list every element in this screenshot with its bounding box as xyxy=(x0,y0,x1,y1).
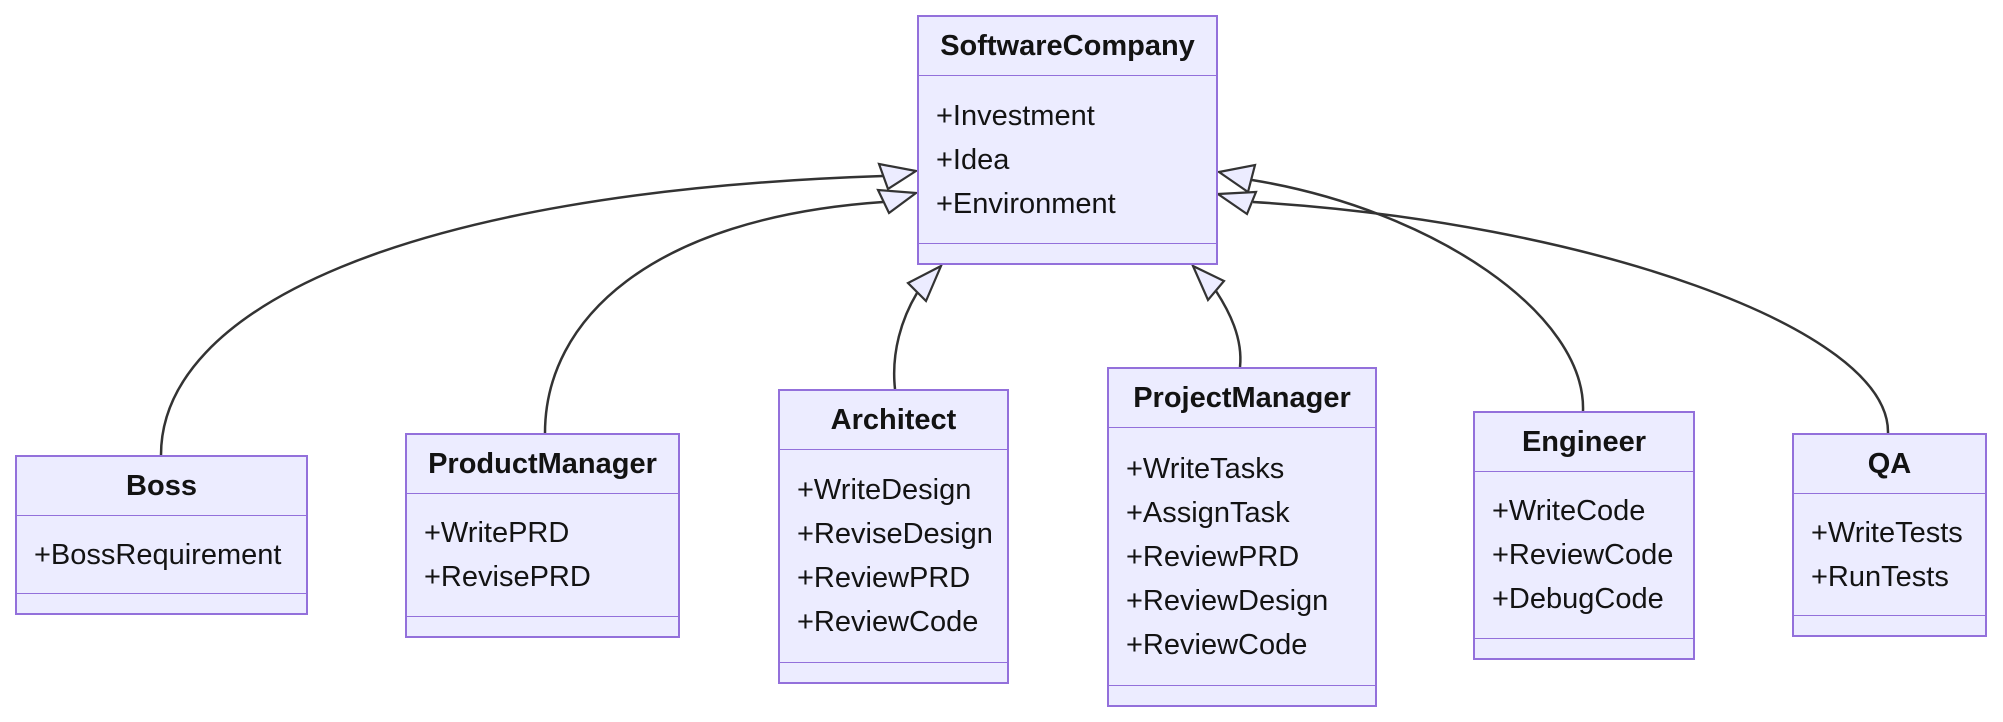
class-methods-empty xyxy=(17,594,306,613)
class-member: +BossRequirement xyxy=(34,538,282,571)
class-attributes: +WriteCode +ReviewCode +DebugCode xyxy=(1475,472,1693,639)
inheritance-arrowhead-architect xyxy=(906,263,944,303)
edge-qa-to-softwarecompany xyxy=(1252,200,1890,434)
class-member: +Environment xyxy=(936,187,1116,220)
class-title: Engineer xyxy=(1475,413,1693,472)
class-member: +AssignTask xyxy=(1126,496,1290,529)
edge-boss-to-softwarecompany xyxy=(159,174,884,456)
class-title: ProductManager xyxy=(407,435,678,494)
class-member: +WriteCode xyxy=(1492,495,1646,527)
class-member: +ReviewDesign xyxy=(1126,584,1329,617)
class-box-projectmanager: ProjectManager +WriteTasks +AssignTask +Re… xyxy=(1107,367,1377,707)
class-methods-empty xyxy=(1794,616,1985,635)
class-title: ProjectManager xyxy=(1109,369,1375,428)
inheritance-arrowhead-projectmanager xyxy=(1190,263,1226,303)
edge-engineer-to-softwarecompany xyxy=(1251,178,1585,412)
class-box-softwarecompany: SoftwareCompany +Investment +Idea +Environ… xyxy=(917,15,1218,265)
class-attributes: +BossRequirement xyxy=(17,516,306,594)
class-attributes: +WriteDesign +ReviseDesign +ReviewPRD +Revi… xyxy=(780,450,1007,663)
class-member: +Idea xyxy=(936,143,1010,176)
class-title: SoftwareCompany xyxy=(919,17,1216,76)
class-methods-empty xyxy=(1109,686,1375,705)
class-attributes: +WriteTests +RunTests xyxy=(1794,494,1985,616)
class-member: +RunTests xyxy=(1811,560,1949,593)
class-title: Architect xyxy=(780,391,1007,450)
class-member: +DebugCode xyxy=(1492,583,1664,615)
class-member: +ReviseDesign xyxy=(797,518,993,550)
class-member: +RevisePRD xyxy=(424,561,591,593)
class-box-productmanager: ProductManager +WritePRD +RevisePRD xyxy=(405,433,680,638)
class-box-qa: QA +WriteTests +RunTests xyxy=(1792,433,1987,637)
class-member: +WritePRD xyxy=(424,517,570,549)
class-box-architect: Architect +WriteDesign +ReviseDesign +Revi… xyxy=(778,389,1009,684)
class-box-boss: Boss +BossRequirement xyxy=(15,455,308,615)
class-member: +ReviewPRD xyxy=(1126,540,1300,573)
class-title: Boss xyxy=(17,457,306,516)
class-methods-empty xyxy=(407,617,678,636)
class-member: +WriteDesign xyxy=(797,474,972,506)
edge-projectmanager-to-softwarecompany xyxy=(1214,290,1242,368)
class-title: QA xyxy=(1794,435,1985,494)
class-member: +Investment xyxy=(936,99,1095,132)
class-member: +ReviewCode xyxy=(1126,628,1308,661)
class-methods-empty xyxy=(780,663,1007,682)
edge-productmanager-to-softwarecompany xyxy=(543,200,884,434)
inheritance-arrowhead-productmanager xyxy=(876,188,920,215)
inheritance-arrowhead-boss xyxy=(877,162,919,191)
class-member: +WriteTasks xyxy=(1126,452,1285,485)
edge-architect-to-softwarecompany xyxy=(892,292,919,390)
class-member: +ReviewPRD xyxy=(797,562,971,594)
class-member: +WriteTests xyxy=(1811,516,1963,549)
class-methods-empty xyxy=(1475,639,1693,658)
inheritance-arrowhead-qa xyxy=(1214,190,1258,216)
class-attributes: +WritePRD +RevisePRD xyxy=(407,494,678,617)
class-methods-empty xyxy=(919,244,1216,263)
inheritance-arrowhead-engineer xyxy=(1216,163,1257,194)
class-attributes: +WriteTasks +AssignTask +ReviewPRD +ReviewD… xyxy=(1109,428,1375,686)
class-member: +ReviewCode xyxy=(1492,539,1674,571)
class-member: +ReviewCode xyxy=(797,606,979,638)
class-attributes: +Investment +Idea +Environment xyxy=(919,76,1216,244)
class-box-engineer: Engineer +WriteCode +ReviewCode +DebugCode xyxy=(1473,411,1695,660)
